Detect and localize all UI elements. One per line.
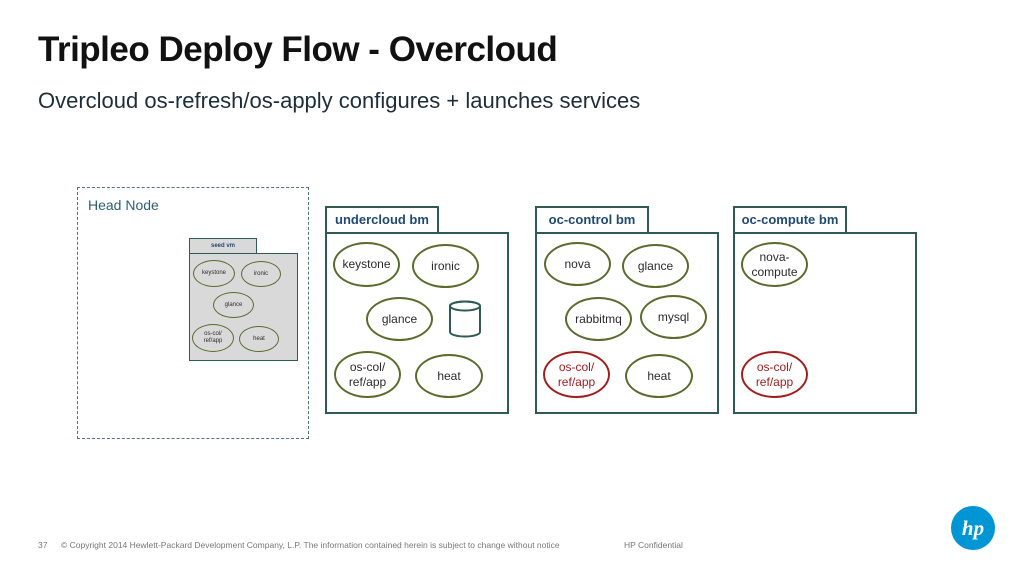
confidential-label: HP Confidential [624,540,683,550]
oc-control-service-glance: glance [622,244,689,288]
oc-control-service-mysql: mysql [640,295,707,339]
database-icon [449,300,481,338]
oc-compute-service-nova-compute: nova- compute [741,242,808,287]
oc-control-tab: oc-control bm [535,206,649,233]
oc-compute-tab: oc-compute bm [733,206,847,233]
oc-control-service-nova: nova [544,242,611,286]
undercloud-service-heat: heat [415,354,483,398]
head-node-frame [77,187,309,439]
seed-service-glance: glance [213,292,254,318]
undercloud-service-os-col: os-col/ ref/app [334,351,401,398]
undercloud-service-glance: glance [366,297,433,341]
undercloud-service-ironic: ironic [412,244,479,288]
seed-service-heat: heat [239,326,279,352]
oc-control-service-rabbitmq: rabbitmq [565,297,632,341]
page-number: 37 [38,540,48,550]
hp-logo-text: hp [962,516,984,540]
slide-subtitle: Overcloud os-refresh/os-apply configures… [38,88,641,113]
undercloud-service-keystone: keystone [333,242,400,287]
head-node-label: Head Node [88,197,159,213]
copyright-notice: © Copyright 2014 Hewlett-Packard Develop… [61,540,560,550]
hp-logo-icon: hp [951,506,995,550]
slide-title: Tripleo Deploy Flow - Overcloud [38,30,558,69]
seed-vm-tab: seed vm [189,238,257,254]
undercloud-tab: undercloud bm [325,206,439,233]
seed-service-os-col: os-col/ ref/app [192,324,234,352]
oc-control-service-os-col: os-col/ ref/app [543,351,610,398]
oc-compute-service-os-col: os-col/ ref/app [741,351,808,398]
seed-service-keystone: keystone [193,260,235,287]
seed-service-ironic: ironic [241,261,281,287]
oc-control-service-heat: heat [625,354,693,398]
